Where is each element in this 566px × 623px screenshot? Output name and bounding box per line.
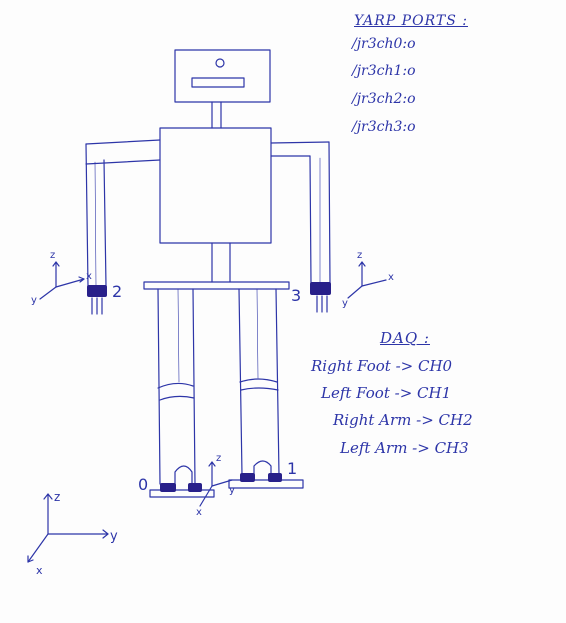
axis-label-x-feet: x bbox=[196, 508, 202, 518]
sensor-band-left-arm bbox=[310, 282, 331, 295]
robot-eye bbox=[216, 59, 224, 67]
sensor-band-left-foot-a bbox=[240, 473, 255, 482]
axis-label-z-world: z bbox=[54, 491, 60, 503]
yarp-port-0: /jr3ch0:o bbox=[352, 37, 416, 51]
sensor-label-3: 3 bbox=[291, 288, 301, 304]
sensor-label-1: 1 bbox=[287, 461, 297, 477]
axis-label-z-left-arm: z bbox=[357, 251, 362, 261]
robot-head bbox=[175, 50, 270, 102]
robot-leg-right bbox=[158, 289, 160, 484]
yarp-port-3: /jr3ch3:o bbox=[352, 120, 416, 134]
axis-label-x-right-arm: x bbox=[86, 272, 92, 282]
robot-foot-right bbox=[150, 490, 214, 497]
axis-label-y-right-arm: y bbox=[31, 296, 37, 306]
sensor-label-2: 2 bbox=[112, 284, 122, 300]
axis-label-x-left-arm: x bbox=[388, 273, 394, 283]
daq-mapping-1: Left Foot -> CH1 bbox=[321, 386, 451, 401]
daq-mapping-3: Left Arm -> CH3 bbox=[340, 441, 469, 456]
axis-label-y-left-arm: y bbox=[342, 299, 348, 309]
robot-ankle-right bbox=[175, 466, 192, 484]
robot-foot-left bbox=[229, 480, 303, 488]
axis-label-x-world: x bbox=[36, 565, 43, 576]
sensor-band-right-foot-b bbox=[188, 483, 202, 492]
sensor-band-left-foot-b bbox=[268, 473, 282, 482]
daq-title: DAQ : bbox=[380, 331, 430, 346]
robot-knee-right bbox=[158, 383, 193, 388]
yarp-port-2: /jr3ch2:o bbox=[352, 92, 416, 106]
sensor-band-right-foot-a bbox=[160, 483, 176, 492]
robot-torso bbox=[160, 128, 271, 243]
yarp-port-1: /jr3ch1:o bbox=[352, 64, 416, 78]
axis-label-z-right-arm: z bbox=[50, 251, 55, 261]
sensor-band-right-arm bbox=[87, 285, 107, 297]
robot-knee-left bbox=[240, 379, 277, 382]
daq-mapping-0: Right Foot -> CH0 bbox=[311, 359, 452, 374]
robot-arm-left bbox=[329, 142, 330, 283]
sensor-label-0: 0 bbox=[138, 477, 148, 493]
yarp-ports-title: YARP PORTS : bbox=[354, 14, 468, 28]
robot-arm-right bbox=[86, 144, 88, 286]
axis-label-y-feet: y bbox=[229, 486, 235, 496]
robot-mouth bbox=[192, 78, 244, 87]
axis-label-y-world: y bbox=[110, 530, 118, 543]
robot-hip-bar bbox=[144, 282, 289, 289]
daq-mapping-2: Right Arm -> CH2 bbox=[333, 413, 473, 428]
axis-label-z-feet: z bbox=[216, 454, 221, 464]
robot-shoulder-left bbox=[271, 142, 329, 143]
robot-shoulder-right bbox=[86, 140, 160, 144]
